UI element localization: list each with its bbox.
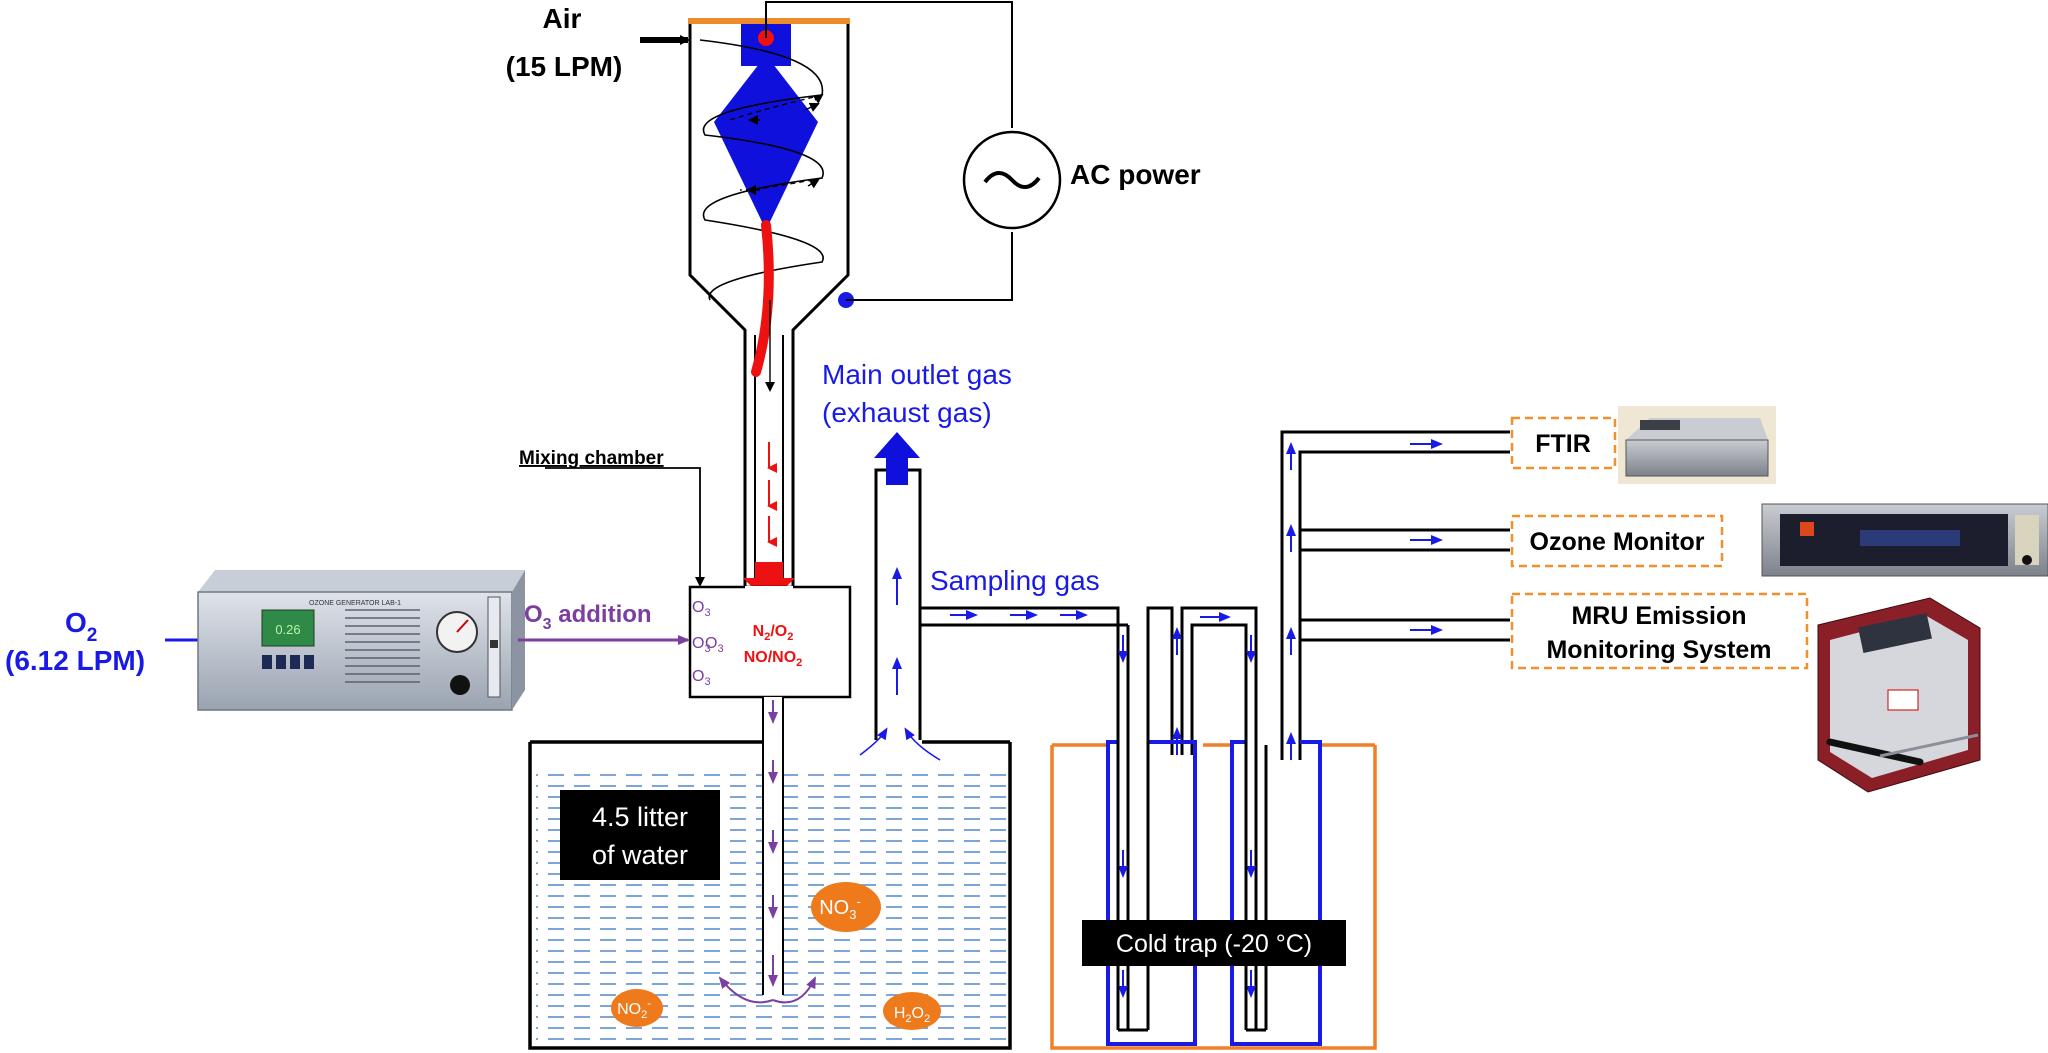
o2-label: O2 xyxy=(65,607,97,646)
ac-power-circuit xyxy=(765,1,1062,301)
no2-label: NO2- xyxy=(617,998,651,1021)
chamber-species-1: N2/O2 xyxy=(753,623,794,643)
control-knob-icon xyxy=(450,675,470,695)
chamber-species-2: NO/NO2 xyxy=(744,649,803,669)
mru-box xyxy=(1510,592,1809,670)
generator-display: 0.26 xyxy=(275,622,300,637)
h2o2-label: H2O2 xyxy=(894,1005,930,1025)
plasma-reactor xyxy=(640,18,854,595)
cold-trap-label: Cold trap (-20 °C) xyxy=(1116,930,1312,958)
ac-power-label: AC power xyxy=(1070,159,1201,190)
o2-flow-label: (6.12 LPM) xyxy=(5,645,145,676)
o3-marker-3: O3 xyxy=(692,668,711,688)
o3-marker-2: O3 xyxy=(692,635,711,655)
air-flow-label: (15 LPM) xyxy=(506,51,623,82)
cold-trap xyxy=(1050,740,1377,1050)
ozone-monitor-label: Ozone Monitor xyxy=(1530,528,1705,556)
ozone-generator: 0.26 OZONE GENERATOR LAB-1 xyxy=(165,570,690,711)
ftir-box xyxy=(1510,416,1617,470)
gas-flow-down-arrows xyxy=(743,442,795,604)
ozone-monitor-box xyxy=(1510,514,1724,568)
diagram-labels: Air (15 LPM) AC power Mixing chamber O2 … xyxy=(5,3,1772,1025)
o3-addition-label: O3 addition xyxy=(524,601,652,633)
main-outlet-label-2: (exhaust gas) xyxy=(822,397,992,428)
ftir-label: FTIR xyxy=(1535,430,1591,458)
exhaust-tube xyxy=(859,432,941,761)
mixing-chamber: O3 xyxy=(545,467,852,699)
water-label-2: of water xyxy=(592,840,688,870)
mixing-chamber-label: Mixing chamber xyxy=(519,448,664,469)
generator-title: OZONE GENERATOR LAB-1 xyxy=(309,600,401,607)
sampling-gas-label: Sampling gas xyxy=(930,565,1100,596)
air-label: Air xyxy=(543,3,582,34)
ftir-instrument-icon xyxy=(1618,406,1776,484)
main-outlet-label-1: Main outlet gas xyxy=(822,359,1012,390)
ozone-monitor-instrument-icon xyxy=(1761,503,2048,577)
water-label-1: 4.5 litter xyxy=(592,802,688,832)
water-tank xyxy=(528,697,1012,1050)
no3-label: NO3- xyxy=(819,894,861,922)
o3-marker-1: O3 xyxy=(692,599,711,619)
mru-instrument-icon xyxy=(1817,597,1981,793)
mru-label-2: Monitoring System xyxy=(1546,636,1771,664)
mru-label-1: MRU Emission xyxy=(1571,602,1746,630)
